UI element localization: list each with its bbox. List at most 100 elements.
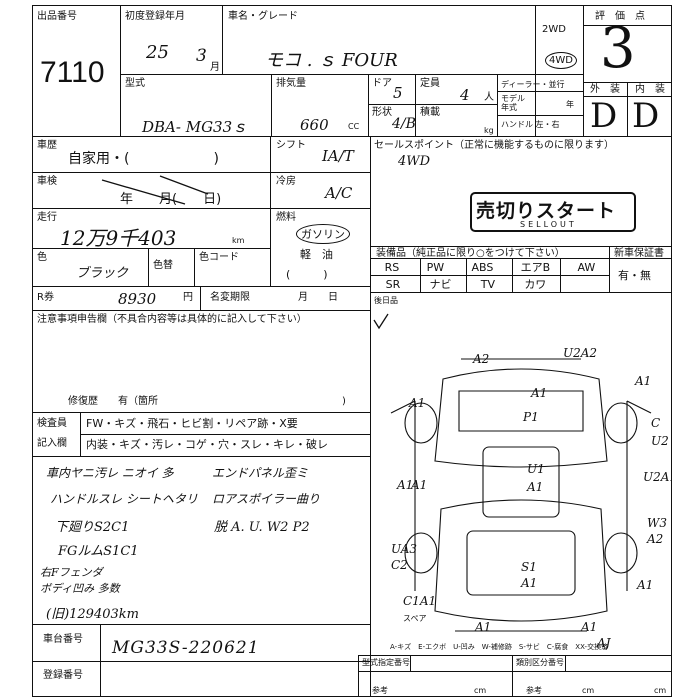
inspector-line-2: エンドパネル歪ミ [212,466,309,480]
sellpoint-value: 4WD [398,154,431,169]
mark-a1-left: A1 [410,478,427,492]
rule [370,412,371,697]
equip-aw: AW [577,260,596,274]
rule [270,136,271,286]
disp-value: 660 [300,116,329,134]
chassis-value: MG33S-220621 [112,638,260,658]
fuel-gas: ガソリン [296,224,350,244]
rule [627,82,628,136]
rule [32,456,370,457]
inspector-line-5: 下廻りS2C1 [55,520,130,535]
rule [32,624,370,625]
shape-label: 形状 [372,107,392,118]
sellout-stamp-main: 売切りスタート [476,200,617,222]
ext-value: D [590,96,618,136]
rule [32,172,370,173]
mark-u1: U1 [527,462,545,476]
ac-value: A/C [325,184,353,202]
ref-label-1: 参考 [372,686,388,695]
mark-c2: C2 [391,558,408,572]
rule [415,74,416,136]
color-label: 色 [37,252,47,263]
inspector-label-1: 検査員 [37,418,67,429]
rule [410,655,411,671]
rule [371,258,672,259]
equip-tv: TV [480,277,496,291]
month-unit: 月 [210,62,220,73]
rule [371,292,672,293]
rule [497,91,583,92]
rule [583,25,671,26]
rule [370,310,371,340]
ref-label-2: 参考 [526,686,542,695]
mark-aj: AJ [596,636,612,650]
fuel-light: 軽 油 [300,248,333,261]
namechange-value: 月 日 [298,292,338,303]
grade-label: 評 価 点 [595,11,645,22]
mark-a1-bonnet: A1 [530,386,547,400]
rule [512,258,513,292]
inspector-line-7: FGルムS1C1 [58,544,139,559]
cm-unit-3: cm [654,686,667,695]
mark-a1-trunk: A1 [520,576,537,590]
rule [368,104,498,105]
inspector-row-1: FW・キズ・飛石・ヒビ割・リペア跡・X要 [86,417,298,430]
mileage-value: 12万9千403 [60,226,177,250]
mileage-unit: km [232,236,245,245]
mark-ua3: UA3 [391,542,417,556]
rule [535,6,536,136]
mark-a1-rr: A1 [636,578,653,592]
disp-unit: CC [348,122,360,131]
namechange-label: 名変期限 [210,292,250,303]
mark-u2a2-top: U2A2 [563,346,597,360]
rule [100,624,101,697]
mark-c1a1: C1A1 [403,594,436,608]
rule [200,286,201,310]
registration-label: 登録番号 [43,670,83,681]
colorcode-label: 色コード [199,252,239,263]
load-unit: kg [484,126,494,135]
inspector-line-9: ボディ凹み 多数 [40,582,120,595]
shape-value: 4/B [392,116,416,132]
later-label: 後日品 [374,296,398,305]
warranty-value: 有・無 [618,269,651,282]
repair-label: 修復歴 有（箇所 [68,396,158,407]
rule [32,248,270,249]
cm-unit-1: cm [474,686,487,695]
rule [466,258,467,292]
rule [80,434,370,435]
rule [32,208,370,209]
cap-unit: 人 [484,92,494,103]
chassis-label: 車台番号 [43,634,83,645]
mark-w3: W3 [647,516,667,530]
color-value: ブラック [76,266,129,281]
rule [32,310,370,311]
cap-label: 定員 [420,78,440,89]
door-value: 5 [393,84,403,102]
model-value: DBA- MG33ｓ [142,118,248,136]
handle-label: ハンドル 左・右 [501,120,560,129]
dealer-label: ディーラー・並行 [501,80,565,89]
shift-label: シフト [276,140,306,151]
recolor-label: 色替 [153,260,173,271]
sellout-stamp-sub: SELLOUT [520,220,577,229]
rule [194,248,195,286]
mark-a1-fl: A1 [408,396,425,410]
equipment-row-1: RS PW ABS エアB AW [371,259,609,275]
door-label: ドア [372,78,392,89]
rule [560,258,561,292]
model-spec-label: 型式指定番号 [362,658,410,667]
first-reg-label: 初度登録年月 [125,11,185,22]
equipment-label: 装備品（純正品に限り○をつけて下さい） [376,248,565,259]
mark-a1-rear-r: A1 [580,620,597,634]
carname-label: 車名・グレード [228,11,298,22]
inspect-strike-mark [101,175,209,205]
int-label: 内 装 [635,84,665,95]
rule [222,6,223,74]
form-frame [32,5,672,697]
load-label: 積載 [420,107,440,118]
inspector-line-10: (旧)129403km [46,607,139,622]
inspector-label-2: 記入欄 [37,438,67,449]
rule [358,655,359,697]
notes-label: 注意事項申告欄（不具合内容等は具体的に記入して下さい） [37,314,307,325]
